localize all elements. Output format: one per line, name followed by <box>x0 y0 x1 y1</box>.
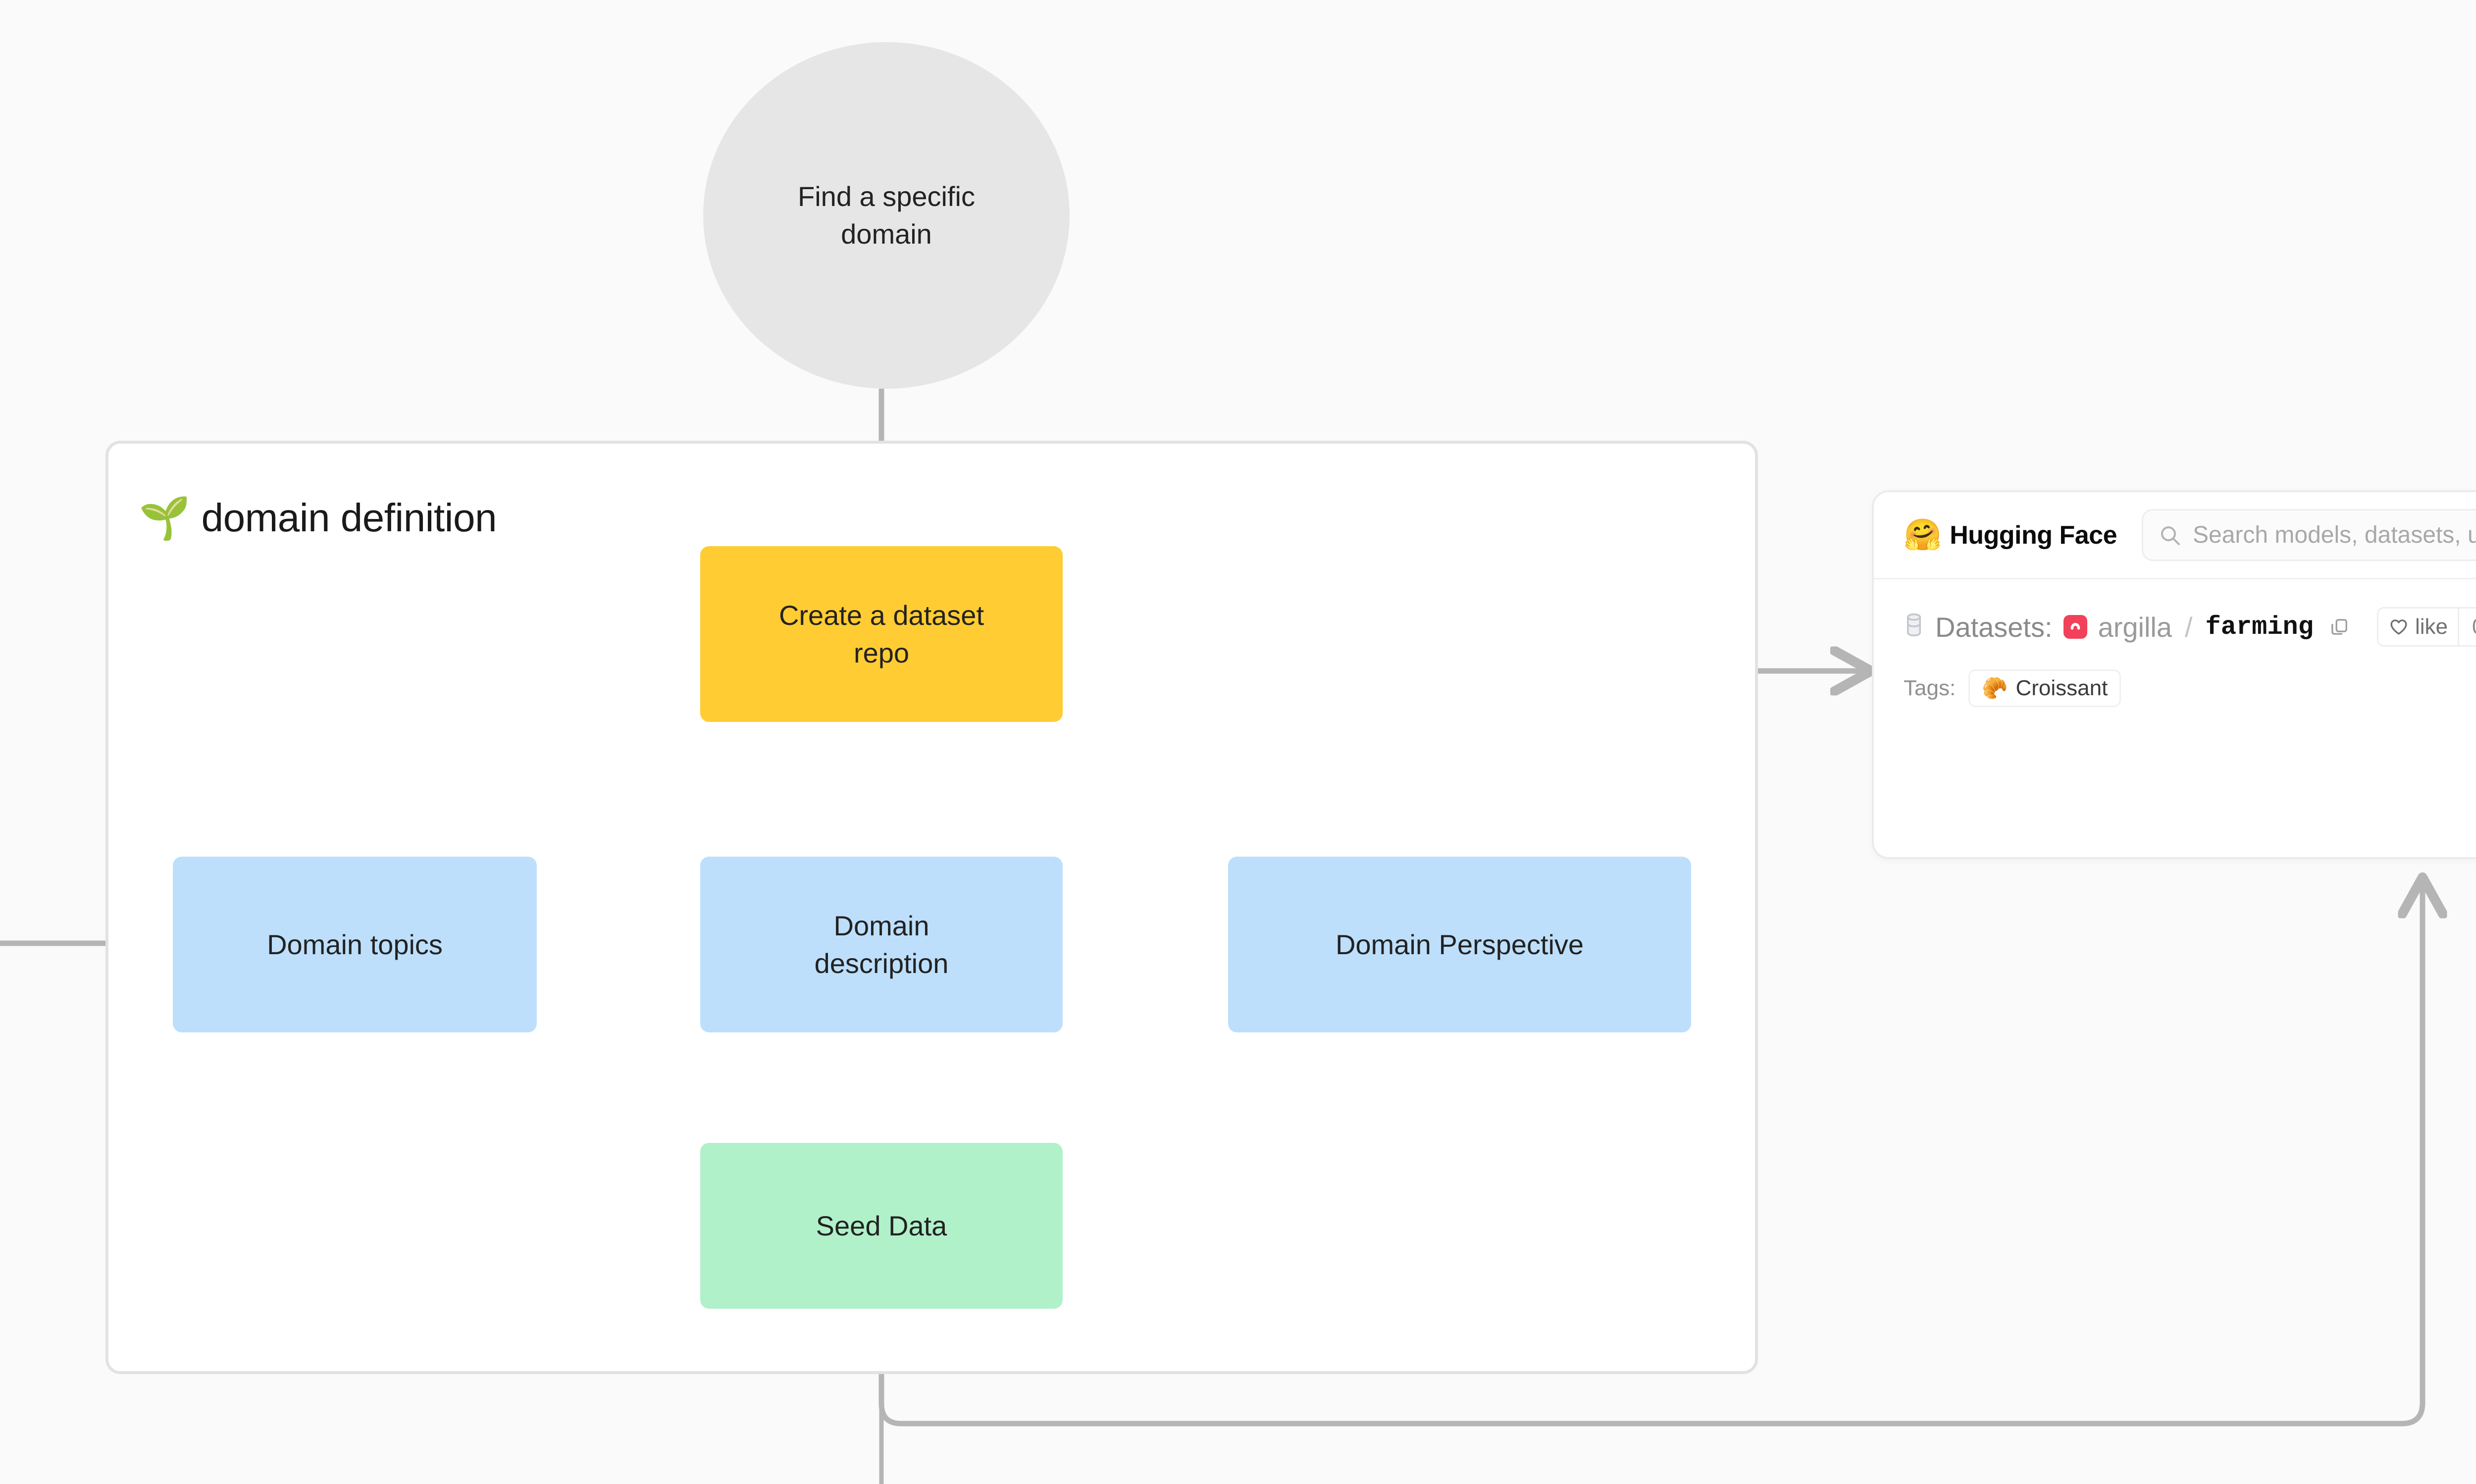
hf-body: Datasets: argilla / farming <box>1874 579 2476 727</box>
croissant-icon: 🥐 <box>1982 676 2008 700</box>
node-domain-topics[interactable]: Domain topics <box>173 857 537 1032</box>
node-create-a-dataset-repo[interactable]: Create a dataset repo <box>700 546 1063 722</box>
tags-row: Tags: 🥐 Croissant <box>1904 669 2476 707</box>
domain-definition-group-header: 🌱 domain definition <box>139 495 497 541</box>
node-find-a-specific-domain[interactable]: Find a specific domain <box>703 42 1070 389</box>
copy-icon[interactable] <box>2329 617 2349 637</box>
seedling-icon: 🌱 <box>139 495 191 541</box>
node-label: Domain Perspective <box>1335 928 1584 960</box>
search-placeholder: Search models, datasets, users... <box>2193 522 2476 548</box>
hugging-face-icon: 🤗 <box>1904 517 1942 552</box>
argilla-avatar <box>2063 615 2087 639</box>
hf-topbar: 🤗 Hugging Face Search models, datasets, … <box>1874 492 2476 579</box>
search-input[interactable]: Search models, datasets, users... <box>2142 509 2476 561</box>
like-button-main[interactable]: like <box>2378 609 2458 645</box>
search-icon <box>2158 523 2182 547</box>
node-label: Find a specific domain <box>798 181 975 250</box>
path-separator: / <box>2184 611 2193 643</box>
node-label: Create a dataset repo <box>778 599 984 668</box>
heart-icon <box>2388 616 2409 637</box>
tag-label: Croissant <box>2015 676 2108 700</box>
tags-label: Tags: <box>1904 676 1956 700</box>
dataset-repo-name[interactable]: farming <box>2205 612 2314 642</box>
node-label: Seed Data <box>816 1210 947 1241</box>
tag-croissant[interactable]: 🥐 Croissant <box>1968 669 2121 707</box>
node-domain-description[interactable]: Domain description <box>700 857 1063 1032</box>
dataset-breadcrumb: Datasets: argilla / farming <box>1904 607 2476 647</box>
hugging-face-card[interactable]: 🤗 Hugging Face Search models, datasets, … <box>1872 490 2476 859</box>
node-domain-perspective[interactable]: Domain Perspective <box>1228 857 1691 1032</box>
node-seed-data[interactable]: Seed Data <box>700 1143 1063 1309</box>
like-button[interactable]: like 0 <box>2376 607 2476 647</box>
database-icon <box>1904 612 1924 642</box>
hf-logo[interactable]: 🤗 Hugging Face <box>1904 517 2117 552</box>
node-label: Domain description <box>814 910 949 979</box>
datasets-label: Datasets: <box>1935 611 2053 643</box>
node-label: Domain topics <box>267 928 443 960</box>
dataset-owner[interactable]: argilla <box>2098 611 2172 643</box>
hf-logo-text: Hugging Face <box>1950 520 2117 550</box>
like-count: 0 <box>2458 609 2476 645</box>
group-title: domain definition <box>201 496 497 540</box>
like-label: like <box>2415 614 2448 639</box>
